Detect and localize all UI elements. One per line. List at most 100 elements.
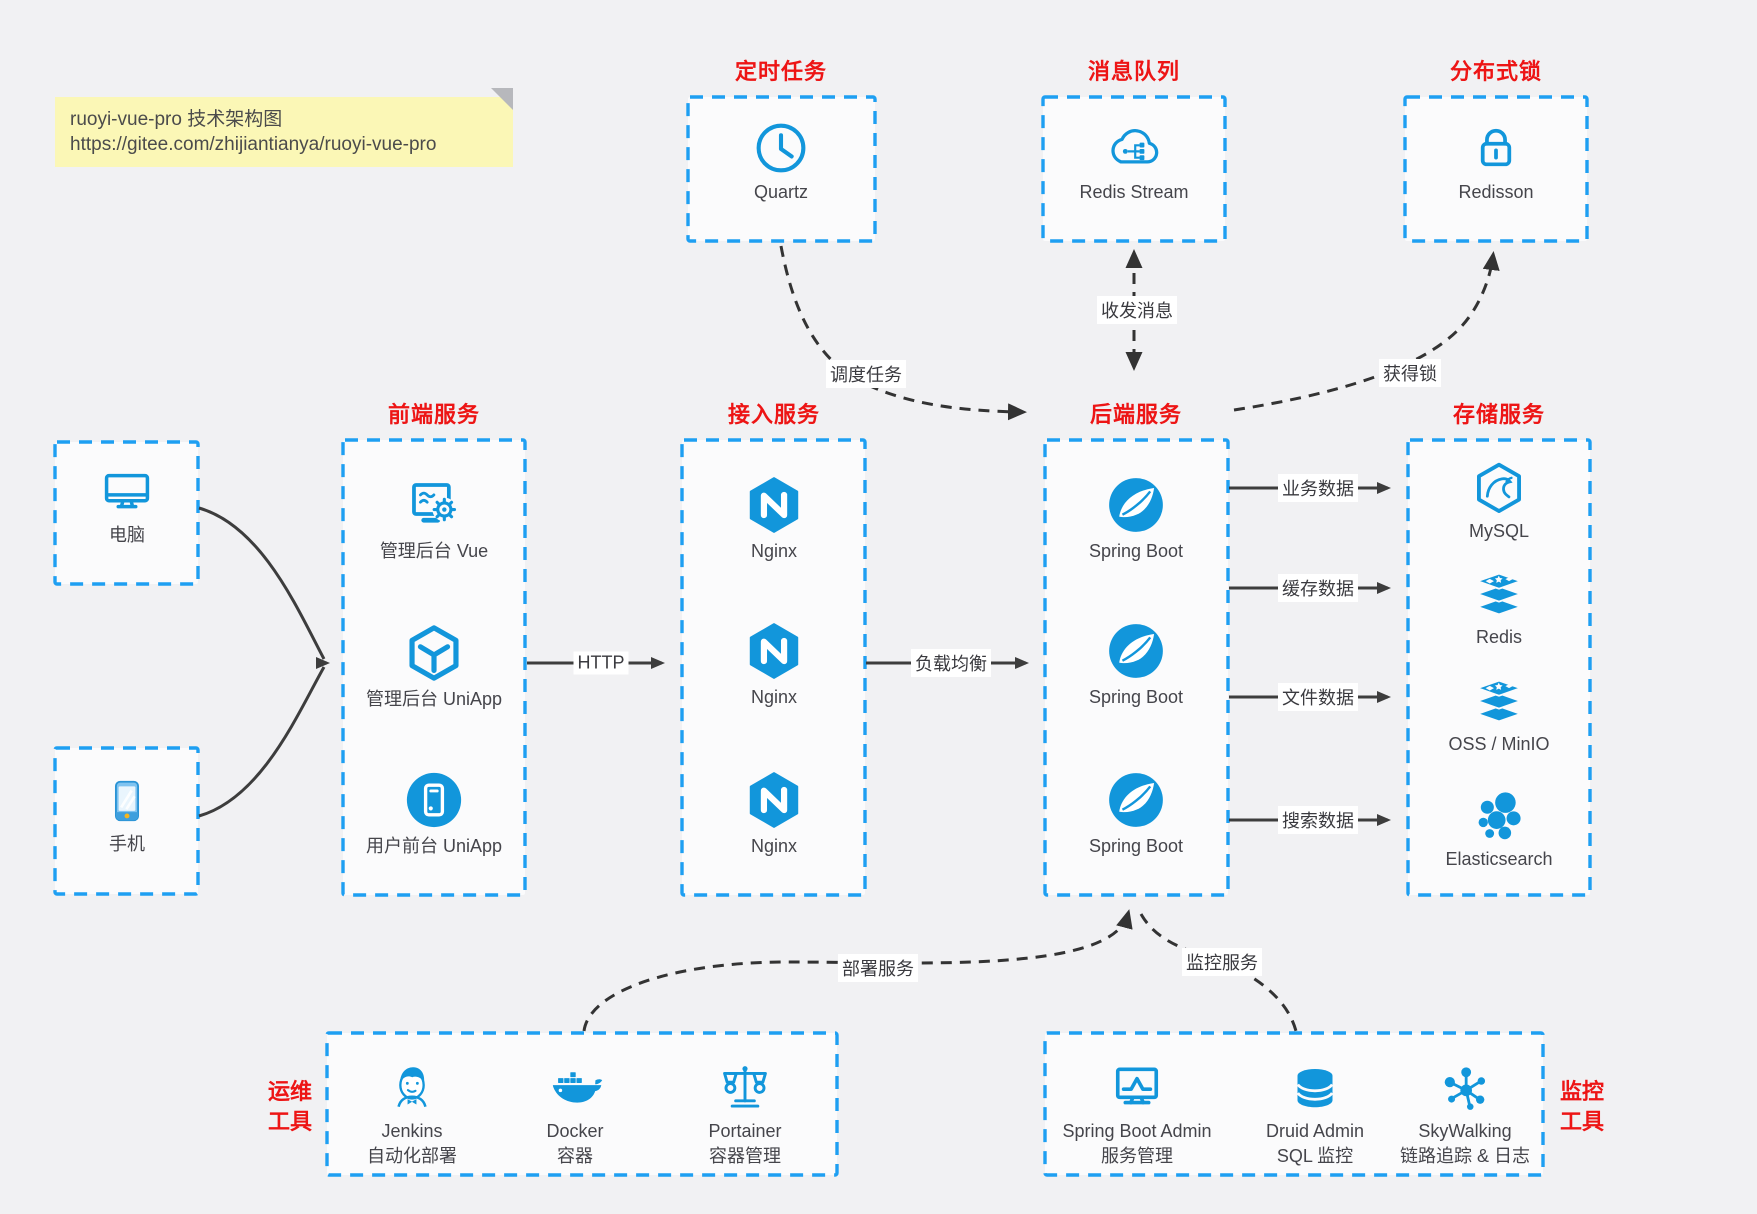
edge-label-deploy-service: 部署服务 xyxy=(838,954,918,982)
node-phone: 手机 xyxy=(56,773,198,855)
lock-icon xyxy=(1467,119,1525,177)
label-monitor-tools: 监控 工具 xyxy=(1559,1079,1605,1134)
node-spring-boot-2: Spring Boot xyxy=(1045,620,1227,708)
edge-label-schedule-task: 调度任务 xyxy=(826,360,906,388)
note-url: https://gitee.com/zhijiantianya/ruoyi-vu… xyxy=(70,134,437,155)
node-sublabel: SQL 监控 xyxy=(1276,1146,1354,1166)
node-jenkins: Jenkins 自动化部署 xyxy=(322,1060,502,1167)
edge-phone-to-frontend xyxy=(198,666,326,818)
edge-deploy-service xyxy=(582,909,1133,1032)
group-box-pc-client xyxy=(53,440,200,586)
node-label: Nginx xyxy=(750,836,798,856)
cloud-stream-icon xyxy=(1105,119,1163,177)
node-label: 电脑 xyxy=(109,525,145,545)
node-redis-stream: Redis Stream xyxy=(1043,119,1225,203)
node-redisson: Redisson xyxy=(1405,119,1587,203)
node-label: Spring Boot xyxy=(1088,836,1184,856)
node-portainer: Portainer 容器管理 xyxy=(655,1060,835,1167)
node-label: MySQL xyxy=(1468,521,1529,541)
node-spring-boot-3: Spring Boot xyxy=(1045,769,1227,857)
node-redis: Redis xyxy=(1408,566,1590,648)
title-storage: 存储服务 xyxy=(1452,402,1546,427)
edge-label-acquire-lock: 获得锁 xyxy=(1379,359,1441,387)
edge-label-send-receive-message: 收发消息 xyxy=(1097,296,1177,324)
node-user-uniapp: 用户前台 UniApp xyxy=(343,769,525,857)
group-box-storage xyxy=(1406,438,1592,897)
edge-pc-to-frontend xyxy=(198,506,326,660)
node-nginx-2: Nginx xyxy=(683,620,865,708)
node-sublabel: 容器 xyxy=(557,1146,593,1166)
note-title: ruoyi-vue-pro 技术架构图 xyxy=(70,109,283,130)
nginx-icon xyxy=(743,620,805,682)
node-label: 用户前台 UniApp xyxy=(365,836,503,856)
group-box-ops-tools xyxy=(325,1031,839,1177)
edge-label-search-data: 搜索数据 xyxy=(1278,806,1358,834)
node-sublabel: 容器管理 xyxy=(709,1146,781,1166)
skywalking-icon xyxy=(1437,1060,1493,1116)
spring-boot-icon xyxy=(1105,474,1167,536)
node-label: Druid Admin xyxy=(1265,1121,1365,1141)
spring-boot-icon xyxy=(1105,620,1167,682)
spring-boot-admin-icon xyxy=(1109,1060,1165,1116)
uniapp-cube-icon xyxy=(403,622,465,684)
admin-vue-icon xyxy=(403,474,465,536)
smartphone-icon xyxy=(99,773,155,829)
node-label: 管理后台 UniApp xyxy=(365,689,503,709)
edge-label-http: HTTP xyxy=(573,651,629,675)
title-scheduled-task: 定时任务 xyxy=(734,59,828,84)
nginx-icon xyxy=(743,769,805,831)
sticky-note: ruoyi-vue-pro 技术架构图 https://gitee.com/zh… xyxy=(55,97,513,167)
oss-minio-icon xyxy=(1471,673,1527,729)
node-sublabel: 自动化部署 xyxy=(367,1146,457,1166)
node-label: Docker xyxy=(546,1121,604,1141)
elasticsearch-icon xyxy=(1471,788,1527,844)
node-label: 管理后台 Vue xyxy=(379,541,489,561)
node-nginx-3: Nginx xyxy=(683,769,865,857)
portainer-icon xyxy=(717,1060,773,1116)
node-spring-boot-1: Spring Boot xyxy=(1045,474,1227,562)
node-elasticsearch: Elasticsearch xyxy=(1408,788,1590,870)
edge-label-file-data: 文件数据 xyxy=(1278,683,1358,711)
edge-label-cache-data: 缓存数据 xyxy=(1278,574,1358,602)
node-sublabel: 服务管理 xyxy=(1101,1146,1173,1166)
node-label: Spring Boot xyxy=(1088,687,1184,707)
edge-acquire-lock xyxy=(1233,251,1500,412)
node-label: SkyWalking xyxy=(1418,1121,1512,1141)
node-label: Nginx xyxy=(750,541,798,561)
redis-icon xyxy=(1471,566,1527,622)
node-label: Redis xyxy=(1475,627,1523,647)
node-label: Quartz xyxy=(753,182,809,202)
clock-icon xyxy=(752,119,810,177)
node-docker: Docker 容器 xyxy=(485,1060,665,1167)
node-label: Spring Boot xyxy=(1088,541,1184,561)
spring-boot-icon xyxy=(1105,769,1167,831)
title-message-queue: 消息队列 xyxy=(1087,59,1181,84)
title-distributed-lock: 分布式锁 xyxy=(1449,59,1543,84)
druid-icon xyxy=(1287,1060,1343,1116)
group-box-distributed-lock xyxy=(1403,95,1589,243)
node-label: Nginx xyxy=(750,687,798,707)
title-gateway: 接入服务 xyxy=(727,402,821,427)
note-fold-corner xyxy=(491,88,513,110)
node-sublabel: 链路追踪 & 日志 xyxy=(1399,1146,1530,1166)
node-label: Redisson xyxy=(1458,182,1534,202)
node-label: Elasticsearch xyxy=(1445,849,1553,869)
edge-label-business-data: 业务数据 xyxy=(1278,474,1358,502)
title-frontend: 前端服务 xyxy=(387,402,481,427)
node-nginx-1: Nginx xyxy=(683,474,865,562)
edge-label-load-balance: 负载均衡 xyxy=(911,649,991,677)
group-box-monitor-tools xyxy=(1043,1031,1545,1177)
title-backend: 后端服务 xyxy=(1089,402,1183,427)
edge-monitor-service xyxy=(1139,913,1298,1032)
node-pc: 电脑 xyxy=(56,464,198,546)
node-label: Spring Boot Admin xyxy=(1062,1121,1212,1141)
node-oss-minio: OSS / MinIO xyxy=(1408,673,1590,755)
node-admin-uniapp: 管理后台 UniApp xyxy=(343,622,525,710)
jenkins-icon xyxy=(384,1060,440,1116)
node-label: Jenkins xyxy=(381,1121,443,1141)
node-label: 手机 xyxy=(109,834,145,854)
node-label: Portainer xyxy=(708,1121,782,1141)
node-druid-admin: Druid Admin SQL 监控 xyxy=(1215,1060,1415,1167)
mysql-icon xyxy=(1471,460,1527,516)
user-app-icon xyxy=(403,769,465,831)
